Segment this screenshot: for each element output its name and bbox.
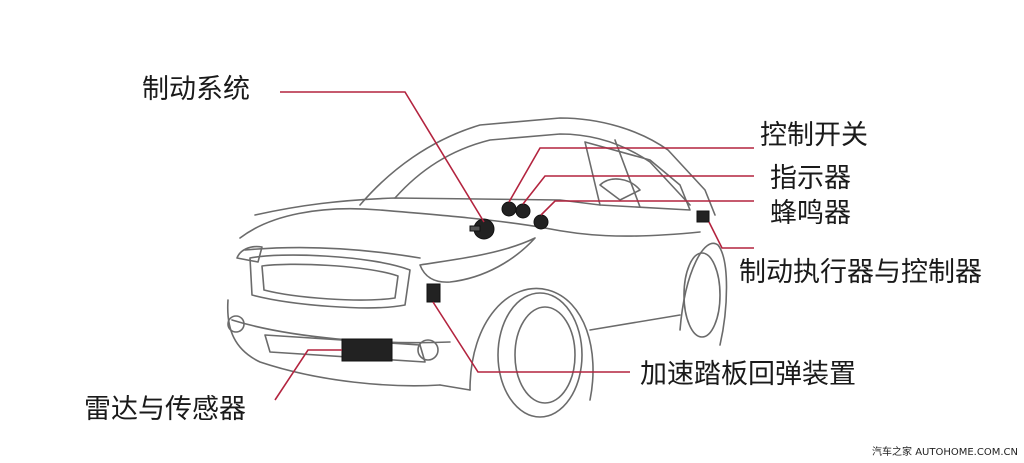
- car-outline: [226, 117, 728, 418]
- buzzer-component: [533, 214, 549, 230]
- label-pedal-return-device: 加速踏板回弹装置: [640, 359, 856, 390]
- pedal-return-component: [426, 283, 441, 303]
- label-brake-actuator-controller: 制动执行器与控制器: [739, 257, 982, 288]
- leader-control-switch: [508, 147, 754, 203]
- brake-actuator-component: [696, 210, 710, 223]
- label-indicator: 指示器: [770, 163, 851, 194]
- control-switch-component: [501, 201, 517, 217]
- radar-sensor-component: [341, 338, 393, 362]
- leader-indicator: [522, 175, 754, 205]
- label-radar-sensor: 雷达与传感器: [84, 394, 246, 425]
- label-buzzer: 蜂鸣器: [770, 198, 851, 229]
- label-control-switch: 控制开关: [760, 120, 868, 151]
- components: [341, 201, 710, 362]
- leader-radar-sensor: [274, 349, 342, 401]
- leader-brake-system: [280, 91, 485, 223]
- leader-pedal-return: [432, 301, 630, 373]
- watermark: 汽车之家 AUTOHOME.COM.CN: [872, 447, 1018, 458]
- leader-buzzer: [540, 200, 754, 216]
- label-brake-system: 制动系统: [142, 74, 250, 105]
- leader-lines: [274, 91, 754, 401]
- leader-brake-actuator: [708, 221, 754, 249]
- brake-system-connector: [469, 225, 481, 232]
- indicator-component: [515, 203, 531, 219]
